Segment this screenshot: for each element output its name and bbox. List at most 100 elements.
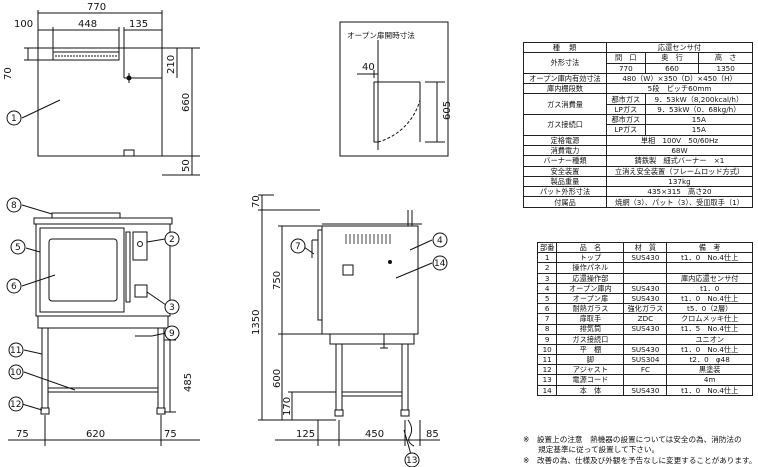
parts-cell: ガス接続口 <box>556 333 625 345</box>
parts-cell: 黒塗装 <box>666 364 753 376</box>
parts-cell: 応還操作部 <box>556 272 625 284</box>
note-installation-cont: 規定基準に従って設置して下さい。 <box>523 445 660 454</box>
bubble-9: 9 <box>169 329 175 339</box>
dim-top-660: 660 <box>181 93 192 112</box>
table-row: パット外形寸法 435×315 高さ20 <box>523 186 753 198</box>
parts-cell: SUS430 <box>623 323 668 335</box>
dim-front-620: 620 <box>86 429 105 440</box>
spec-cell: バーナー種類 <box>523 155 607 167</box>
dim-side-85: 85 <box>426 429 439 440</box>
spec-cell: 15A <box>644 124 754 136</box>
parts-cell: 14 <box>536 384 558 396</box>
parts-cell: アジャスト <box>556 364 625 376</box>
parts-cell: t1．5 No.4仕上 <box>666 323 753 335</box>
spec-cell: 15A <box>644 114 754 126</box>
table-row: 外形寸法 間 口 奥 行 高 さ <box>523 52 753 74</box>
front-view <box>8 204 200 446</box>
parts-cell: t1．0 No.4仕上 <box>666 343 753 356</box>
spec-header-label: 種 類 <box>523 41 607 54</box>
inset-title: オープン扉開時寸法 <box>347 31 415 40</box>
parts-cell <box>666 262 753 274</box>
dim-top-210: 210 <box>166 55 177 74</box>
spec-cell: LPガス <box>606 103 646 116</box>
bubble-4: 4 <box>437 236 443 246</box>
dim-top-770: 770 <box>87 2 106 13</box>
table-row: オープン庫内有効寸法 480（W）×350（D）×450（H） <box>523 72 753 85</box>
parts-cell: 11 <box>536 354 558 366</box>
spec-cell: 9．53kW（0．68kg/h） <box>644 103 754 116</box>
table-row: 庫内棚段数 5段 ピッチ60mm <box>523 83 753 95</box>
bubble-6: 6 <box>11 282 17 292</box>
parts-cell: t1．0 No.4仕上 <box>666 292 753 305</box>
parts-cell: 4m <box>666 374 753 386</box>
dim-side-600: 600 <box>272 369 283 388</box>
spec-cell: 庫内棚段数 <box>523 83 607 95</box>
parts-cell: SUS304 <box>623 354 668 366</box>
parts-cell: t1．0 No.4仕上 <box>666 384 753 396</box>
parts-header: 備 考 <box>666 241 753 254</box>
parts-cell: 排気筒 <box>556 323 625 335</box>
bubble-8: 8 <box>11 201 17 211</box>
parts-cell: 9 <box>536 333 558 345</box>
parts-cell: t1．0 No.4仕上 <box>666 252 753 264</box>
parts-cell: 3 <box>536 272 558 284</box>
spec-cell: 製品重量 <box>523 175 607 188</box>
bubble-14: 14 <box>434 259 446 269</box>
dim-inset-40: 40 <box>362 62 375 73</box>
top-view <box>21 10 200 176</box>
parts-cell: SUS430 <box>623 384 668 396</box>
side-view <box>258 194 440 459</box>
parts-cell: ユニオン <box>666 333 753 345</box>
bubble-13: 13 <box>406 456 417 466</box>
parts-cell: 10 <box>536 343 558 356</box>
spec-cell: パット外形寸法 <box>523 186 607 198</box>
parts-cell: 操作パネル <box>556 262 625 274</box>
parts-cell: 耐熱ガラス <box>556 303 625 315</box>
parts-cell: 1 <box>536 252 558 264</box>
dim-inset-605: 605 <box>442 101 453 120</box>
spec-cell: 単相 100V 50/60Hz <box>606 134 753 146</box>
table-row: 部番 品 名 材 質 備 考 <box>536 241 753 254</box>
spec-cell: 間 口 <box>606 52 646 64</box>
parts-cell: 12 <box>536 364 558 376</box>
parts-cell: t1．0 <box>666 282 753 294</box>
parts-cell: オープン扉 <box>556 292 625 305</box>
parts-cell: オープン庫内 <box>556 282 625 294</box>
note-installation: ※ 設置上の注意 熱機器の設置については安全の為、消防法の <box>523 435 742 444</box>
bubble-10: 10 <box>10 368 22 378</box>
spec-cell: 奥 行 <box>644 52 700 64</box>
dim-top-70: 70 <box>3 67 14 80</box>
table-row: バーナー種類 鋳鉄製 細式バーナー ×1 <box>523 155 753 167</box>
parts-header: 材 質 <box>623 241 668 254</box>
bubble-3: 3 <box>169 303 175 313</box>
dim-top-50: 50 <box>181 159 192 172</box>
spec-cell: 鋳鉄製 細式バーナー ×1 <box>606 155 753 167</box>
dim-front-75-right: 75 <box>164 429 177 440</box>
spec-cell: 付属品 <box>523 196 607 208</box>
parts-cell: t2．0 φ48 <box>666 354 753 366</box>
parts-cell: SUS430 <box>623 292 668 305</box>
parts-cell: 6 <box>536 303 558 315</box>
spec-cell: オープン庫内有効寸法 <box>523 72 607 85</box>
dim-side-750: 750 <box>272 271 283 290</box>
parts-cell: 脚 <box>556 354 625 366</box>
spec-cell: ガス接続口 <box>523 114 607 136</box>
bubble-1: 1 <box>11 114 17 124</box>
parts-cell: 2 <box>536 262 558 274</box>
parts-cell: 5 <box>536 292 558 305</box>
table-row: 安全装置 立消え安全装置（フレームロッド方式） <box>523 165 753 177</box>
parts-cell: SUS430 <box>623 282 668 294</box>
spec-header-value: 応還センサ付 <box>606 41 753 54</box>
